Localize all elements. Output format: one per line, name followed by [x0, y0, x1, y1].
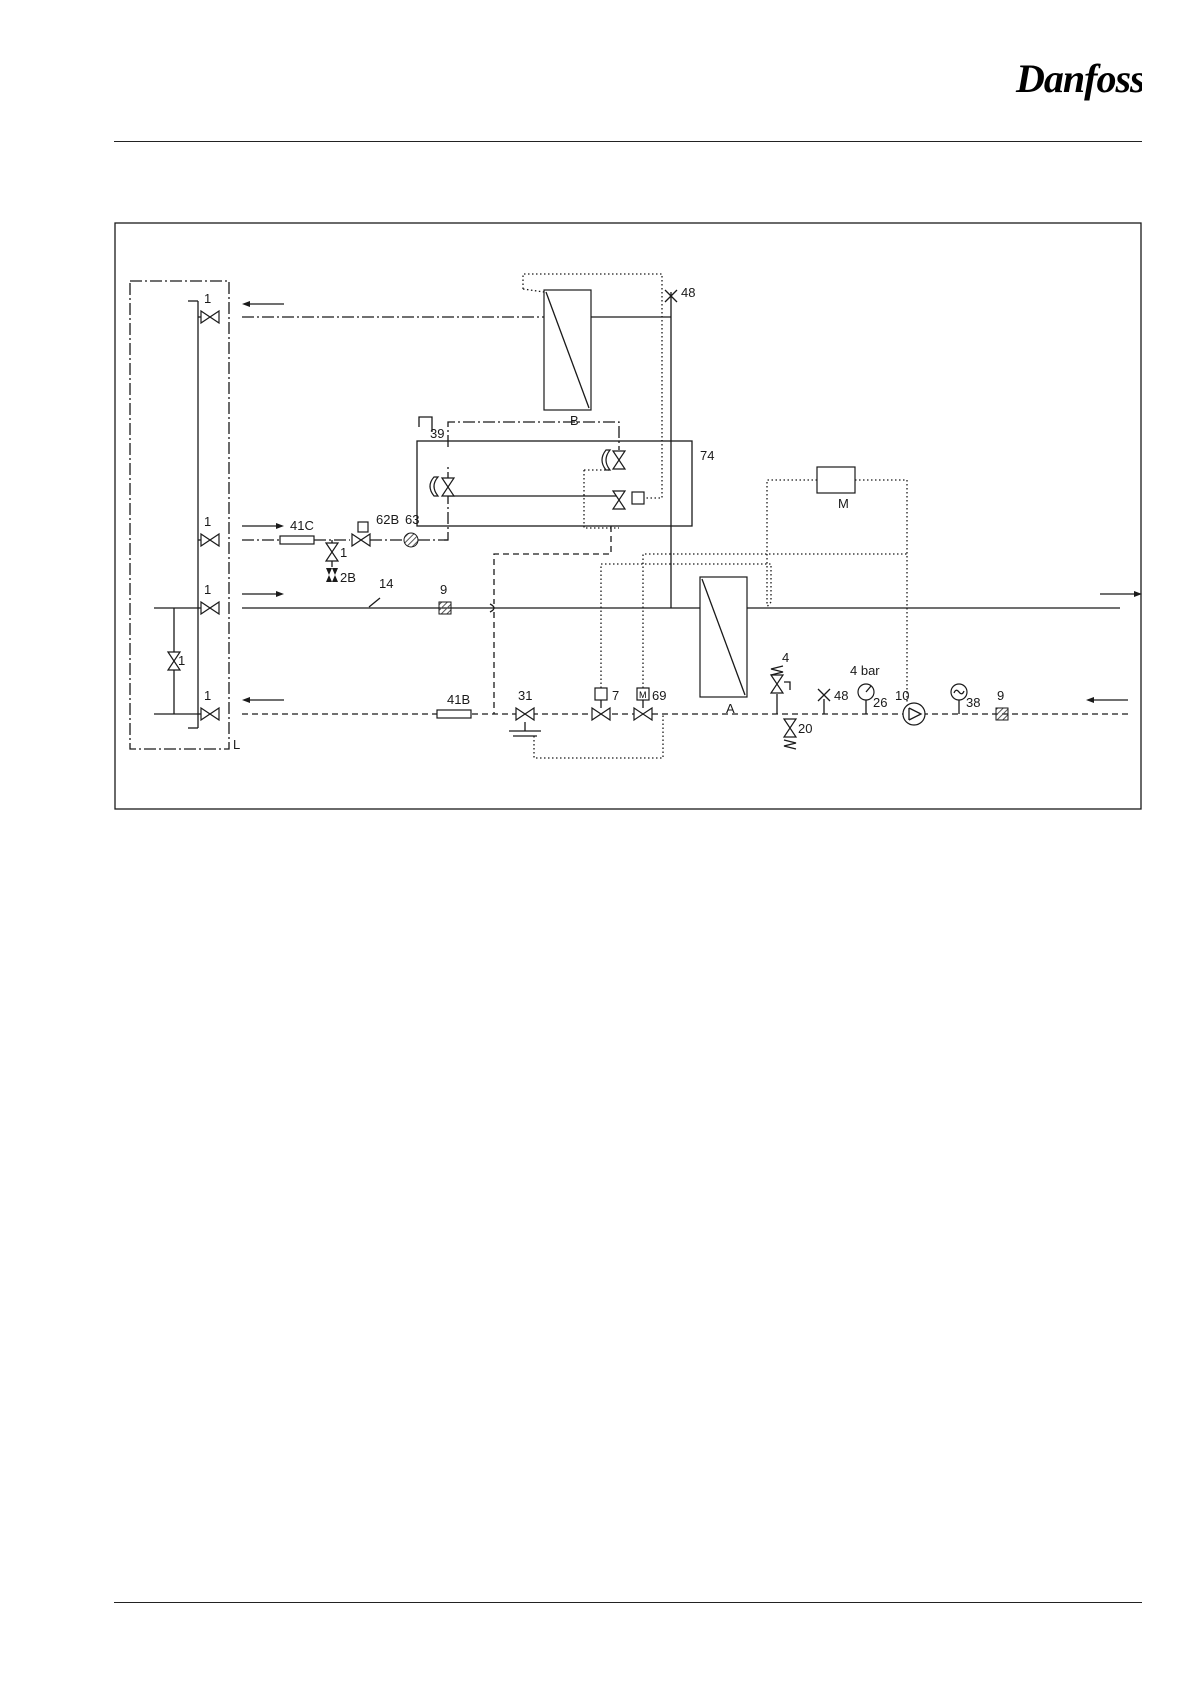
- control-signal-m-left: [767, 480, 817, 606]
- check-valve-62b: [352, 534, 370, 546]
- header-rule: [114, 141, 1142, 142]
- building-panel: [130, 281, 229, 749]
- label-69: 69: [652, 688, 666, 703]
- filter-63: [404, 533, 418, 547]
- label-26: 26: [873, 695, 887, 710]
- danfoss-logo: Danfoss: [1012, 52, 1142, 108]
- label-39: 39: [430, 426, 444, 441]
- label-41c: 41C: [290, 518, 314, 533]
- label-valve-1c: 1: [204, 582, 211, 597]
- label-2b: 2B: [340, 570, 356, 585]
- label-b: B: [570, 413, 579, 428]
- shutoff-valve-1: [201, 311, 219, 323]
- valve-2b: [326, 568, 338, 582]
- flow-arrow-supply-out: [1100, 591, 1142, 597]
- thermostatic-valve-left: [442, 478, 454, 496]
- actuator-left: [430, 477, 438, 496]
- controller-m: [817, 467, 855, 493]
- flow-arrow-heating-return: [242, 697, 284, 703]
- dp-controller-diaphragm: [509, 722, 541, 736]
- actuator-upper: [602, 450, 610, 470]
- circulation-loop: [448, 422, 619, 450]
- drain-valve-1: [326, 543, 338, 561]
- meter-41b: [437, 710, 471, 718]
- label-48-bottom: 48: [834, 688, 848, 703]
- label-4-bar: 4 bar: [850, 663, 880, 678]
- label-14: 14: [379, 576, 393, 591]
- motor-valve-69: [634, 708, 652, 720]
- thermostatic-valve-lower: [613, 491, 625, 509]
- strainer-9-left: [439, 602, 451, 614]
- shutoff-valve-3: [201, 602, 219, 614]
- flow-arrow-return-in: [1086, 697, 1128, 703]
- label-74: 74: [700, 448, 714, 463]
- label-valve-1e: 1: [204, 688, 211, 703]
- valve-7-head: [595, 688, 607, 700]
- label-41b: 41B: [447, 692, 470, 707]
- thermostatic-valve-upper: [613, 451, 625, 469]
- motor-69-letter: M: [639, 690, 647, 700]
- label-m: M: [838, 496, 849, 511]
- label-38: 38: [966, 695, 980, 710]
- valve-62b-head: [358, 522, 368, 532]
- secondary-dashed-line: [494, 526, 611, 604]
- shutoff-valve-2: [201, 534, 219, 546]
- flow-arrow-hw-return: [242, 301, 284, 307]
- logo-text: Danfoss: [1015, 56, 1142, 101]
- label-20: 20: [798, 721, 812, 736]
- piping-diagram: 1 1 1 1 1 L B 48 39 74 41C 1 2B 62B: [114, 222, 1142, 810]
- valve-7: [592, 708, 610, 720]
- unit-frame-74: [417, 441, 692, 526]
- label-valve-1f: 1: [340, 545, 347, 560]
- label-l: L: [233, 737, 240, 752]
- label-4: 4: [782, 650, 789, 665]
- label-48-top: 48: [681, 285, 695, 300]
- control-signal-74: [584, 470, 619, 528]
- safety-valve-4: [771, 675, 783, 693]
- label-62b: 62B: [376, 512, 399, 527]
- strainer-9-right: [996, 708, 1008, 720]
- impulse-line: [534, 714, 663, 758]
- flow-arrow-heating-supply: [242, 591, 284, 597]
- shutoff-valve-4: [201, 708, 219, 720]
- diagram-frame: [115, 223, 1141, 809]
- meter-41c: [280, 536, 314, 544]
- label-9-left: 9: [440, 582, 447, 597]
- sensor-14: [369, 598, 380, 607]
- label-9-right: 9: [997, 688, 1004, 703]
- label-a: A: [726, 701, 735, 716]
- sensor-box: [632, 492, 644, 504]
- drain-valve-20: [784, 719, 796, 737]
- label-valve-1a: 1: [204, 291, 211, 306]
- label-valve-1b: 1: [204, 514, 211, 529]
- label-63: 63: [405, 512, 419, 527]
- flow-arrow-cold-in: [242, 523, 284, 529]
- label-31: 31: [518, 688, 532, 703]
- dp-controller-31: [516, 708, 534, 720]
- label-valve-1d: 1: [178, 653, 185, 668]
- label-10: 10: [895, 688, 909, 703]
- label-7: 7: [612, 688, 619, 703]
- footer-rule: [114, 1602, 1142, 1603]
